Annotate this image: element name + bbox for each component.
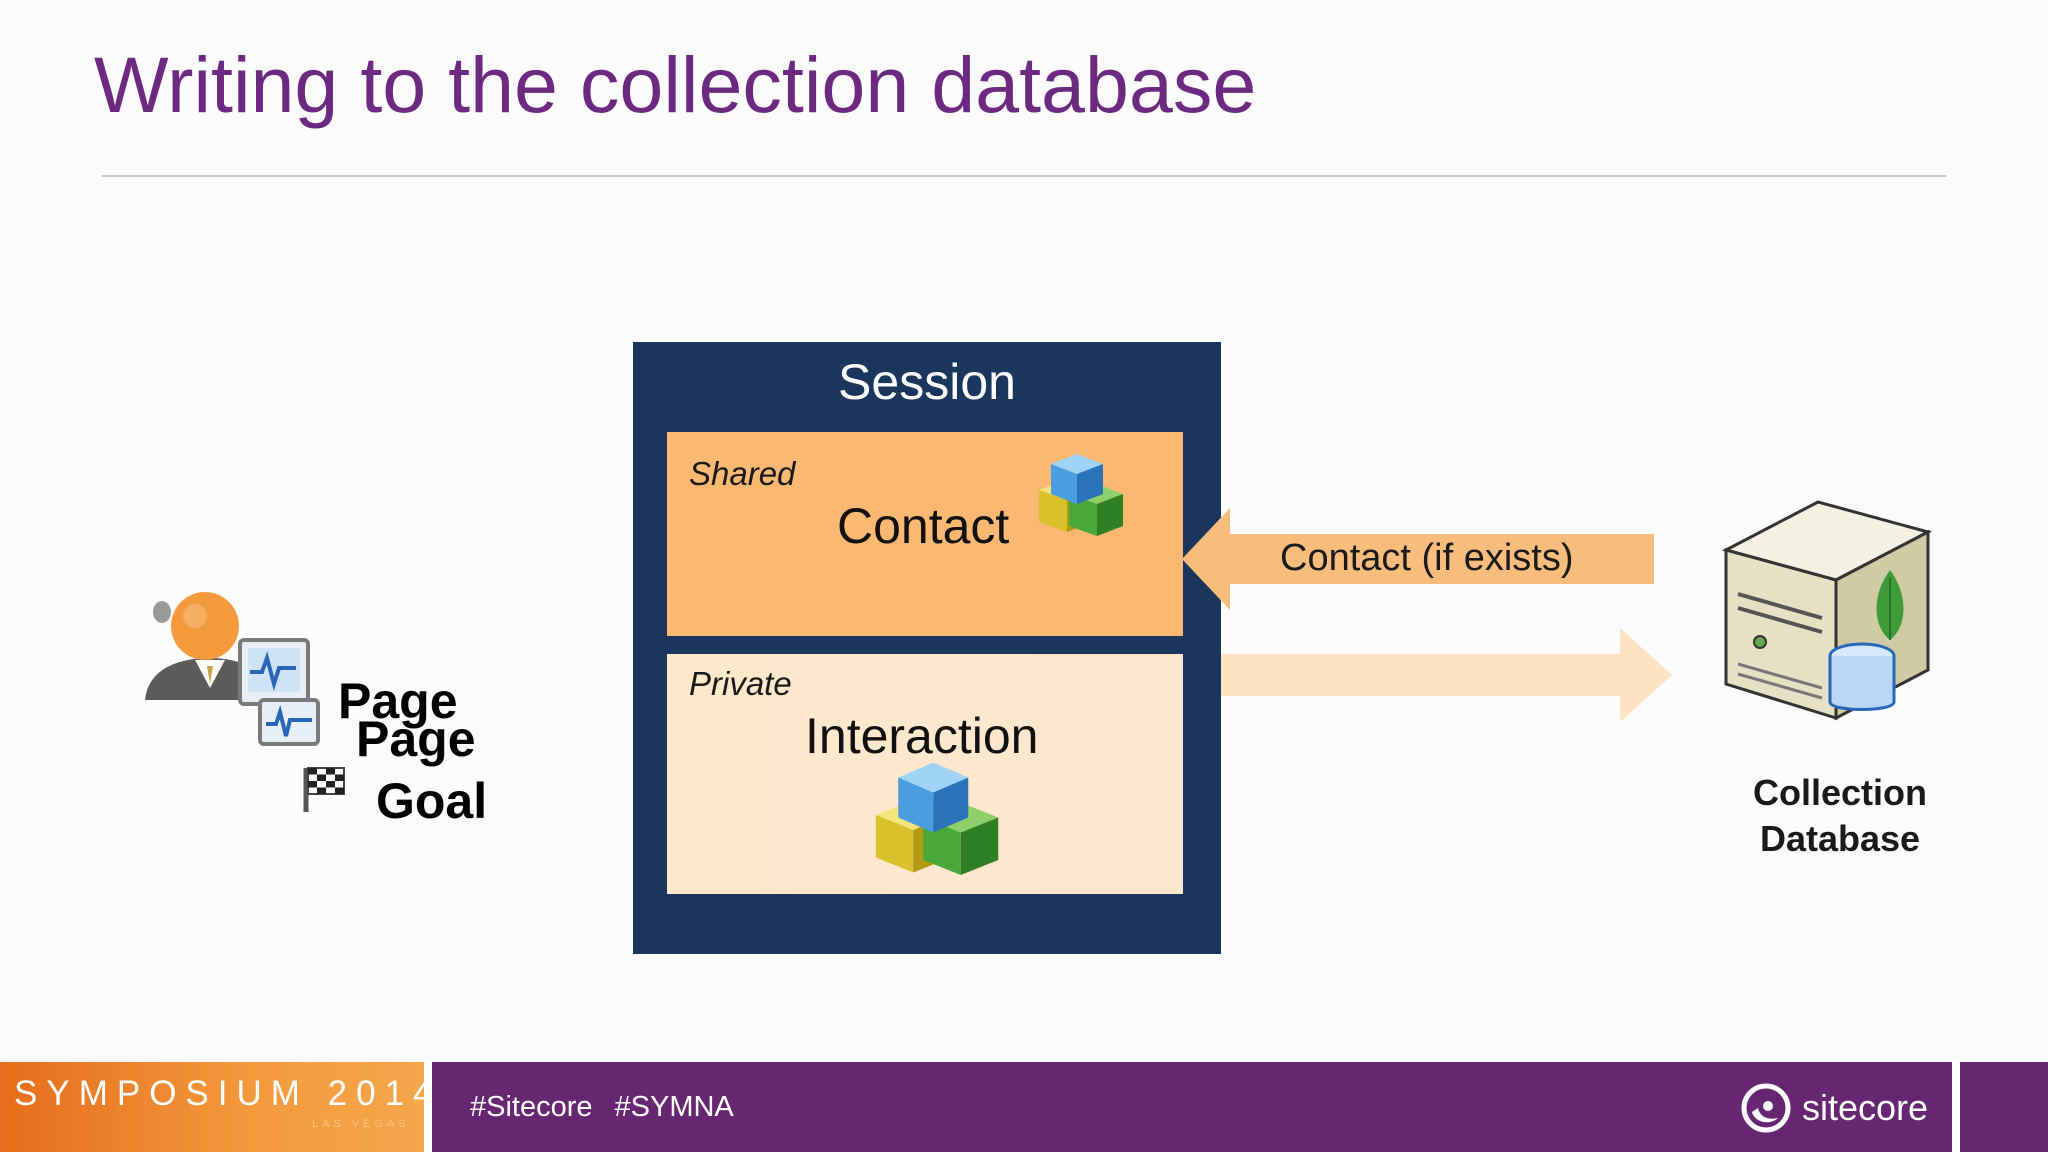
hashtags: #Sitecore #SYMNA bbox=[470, 1090, 734, 1125]
session-box: Session Shared Contact Private Interacti… bbox=[633, 342, 1221, 954]
contact-label: Contact bbox=[837, 498, 1010, 554]
event-goal: Goal bbox=[376, 773, 488, 829]
session-title: Session bbox=[838, 354, 1016, 410]
interaction-label: Interaction bbox=[805, 708, 1039, 764]
private-interaction-box: Private Interaction bbox=[667, 654, 1183, 894]
symposium-banner: SYMPOSIUM 2014 LAS VEGAS bbox=[0, 1062, 433, 1152]
shared-contact-box: Shared Contact bbox=[667, 432, 1183, 636]
hashtag-symna: #SYMNA bbox=[614, 1091, 734, 1123]
sitecore-logo: sitecore bbox=[1740, 1082, 1928, 1134]
hashtag-sitecore: #Sitecore bbox=[470, 1091, 593, 1123]
inbound-arrow bbox=[1182, 508, 1654, 610]
footer-bar: SYMPOSIUM 2014 LAS VEGAS #Sitecore #SYMNA… bbox=[0, 1062, 2048, 1152]
visitor-group bbox=[140, 588, 370, 833]
server-icon bbox=[1721, 500, 1933, 721]
collection-database bbox=[1714, 498, 1934, 733]
outbound-arrow bbox=[1150, 628, 1672, 722]
sitecore-swirl-icon bbox=[1741, 1083, 1791, 1133]
database-label-line1: Collection bbox=[1752, 772, 1927, 813]
event-page-1: Page bbox=[338, 673, 458, 729]
title-divider bbox=[102, 175, 1946, 177]
event-page-2: Page bbox=[356, 711, 476, 767]
footer-separator-right bbox=[1952, 1062, 1960, 1152]
slide-title: Writing to the collection database bbox=[94, 40, 1257, 129]
footer-separator bbox=[424, 1062, 432, 1152]
shared-tag: Shared bbox=[689, 455, 796, 492]
cubes-icon bbox=[875, 762, 999, 875]
private-tag: Private bbox=[689, 665, 792, 702]
database-label-line2: Database bbox=[1759, 818, 1921, 860]
database-label: Collection Database bbox=[1700, 770, 1980, 862]
symposium-location: LAS VEGAS bbox=[312, 1118, 410, 1130]
inbound-arrow-label: Contact (if exists) bbox=[1280, 537, 1574, 579]
visitor-icon bbox=[145, 592, 345, 812]
cubes-icon bbox=[1039, 454, 1123, 536]
symposium-title: SYMPOSIUM 2014 bbox=[14, 1074, 442, 1113]
sitecore-wordmark: sitecore bbox=[1802, 1087, 1929, 1128]
